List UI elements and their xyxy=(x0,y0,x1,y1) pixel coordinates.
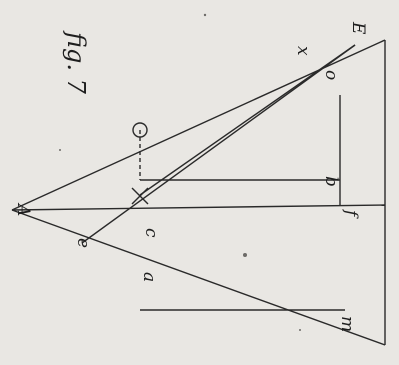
diagram-lines xyxy=(11,39,386,346)
line-c-to-x xyxy=(139,44,356,196)
point-labels: A e a c b f o x E m xyxy=(13,21,368,332)
label-b: b xyxy=(321,176,341,187)
label-E: E xyxy=(348,21,368,35)
point-c-mark xyxy=(131,187,149,205)
label-e: e xyxy=(73,238,93,248)
label-f: f xyxy=(341,208,361,219)
label-A: A xyxy=(13,202,33,216)
axis-line xyxy=(11,204,386,211)
circle-marker xyxy=(132,122,148,138)
line-apex-to-right-base xyxy=(11,209,386,346)
label-c: c xyxy=(141,228,161,238)
paper-specks xyxy=(59,13,301,331)
label-o: o xyxy=(321,70,341,80)
figure-caption: fig. 7 xyxy=(62,30,90,95)
label-m: m xyxy=(337,316,357,332)
label-x: x xyxy=(293,46,313,56)
line-from-e-to-x xyxy=(81,44,356,244)
label-a: a xyxy=(139,272,159,282)
